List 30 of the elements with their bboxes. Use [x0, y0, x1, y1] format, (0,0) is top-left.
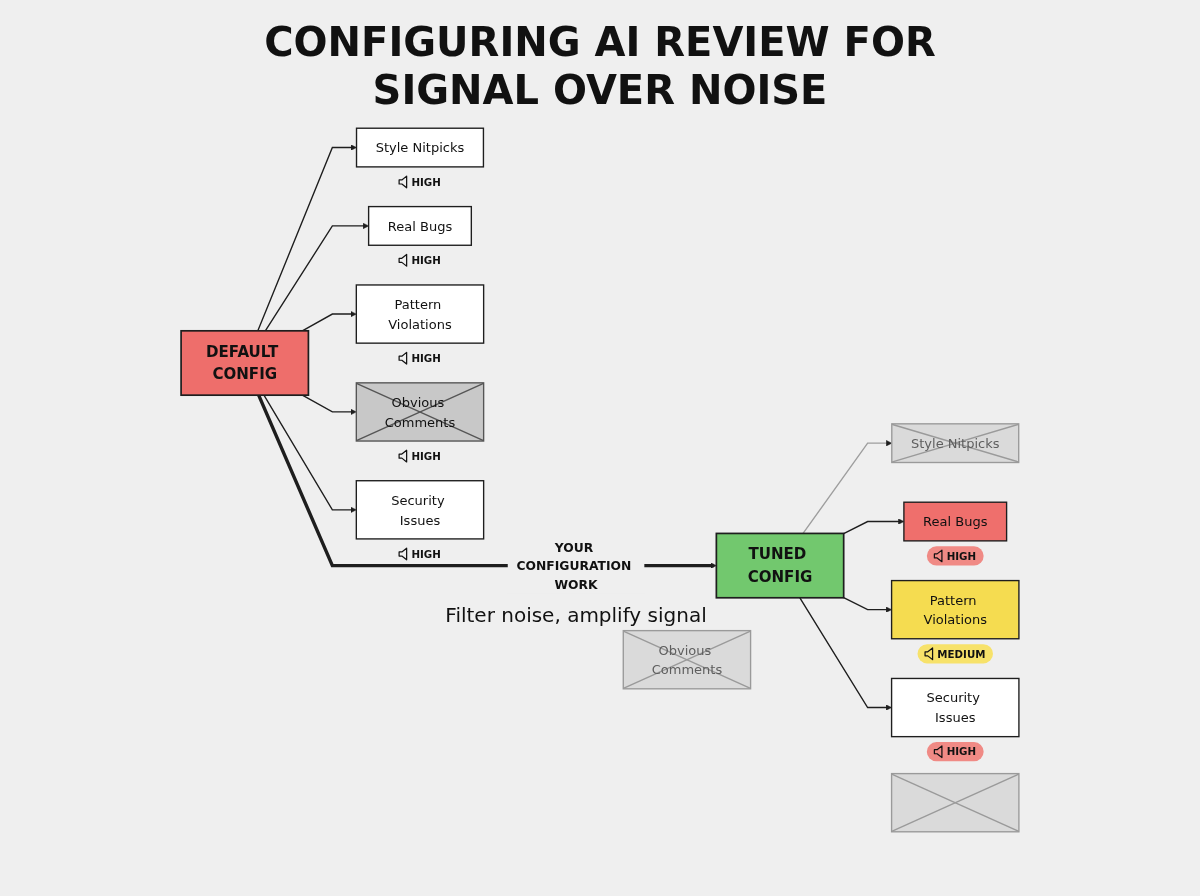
severity-label: HIGH: [411, 547, 441, 560]
node-box: Pattern Violations: [890, 579, 1020, 640]
title: CONFIGURING AI REVIEW FOR SIGNAL OVER NOISE: [263, 18, 937, 114]
severity-label: HIGH: [411, 175, 441, 188]
node-label: Style Nitpicks: [910, 435, 1000, 451]
node-box: Style Nitpicks: [355, 127, 485, 168]
arrow: [799, 597, 892, 711]
arrow: [257, 394, 717, 569]
severity-label: MEDIUM: [937, 647, 986, 660]
arrow: [263, 394, 357, 513]
note-text: Filter noise, amplify signal: [445, 603, 707, 628]
severity-label: HIGH: [411, 254, 441, 267]
severity-label: HIGH: [946, 549, 977, 562]
arrow: [843, 596, 892, 613]
node-label: Obvious Comments: [651, 642, 723, 677]
arrow: [301, 394, 357, 415]
node-box: Security Issues: [890, 677, 1020, 738]
node-box: Security Issues: [355, 480, 485, 540]
node-box: Pattern Violations: [355, 284, 485, 344]
node-box: DEFAULT CONFIG: [180, 329, 310, 397]
node-box: Real Bugs: [367, 205, 472, 246]
severity-label: HIGH: [411, 449, 441, 462]
edge-label: YOUR CONFIGURATION WORK: [516, 539, 632, 592]
arrow: [257, 144, 357, 332]
arrow: [301, 311, 357, 332]
node-box: Real Bugs: [903, 501, 1008, 542]
severity-label: HIGH: [411, 351, 441, 364]
node-box: TUNED CONFIG: [715, 532, 845, 599]
arrow: [264, 222, 369, 332]
severity-label: HIGH: [946, 745, 977, 758]
